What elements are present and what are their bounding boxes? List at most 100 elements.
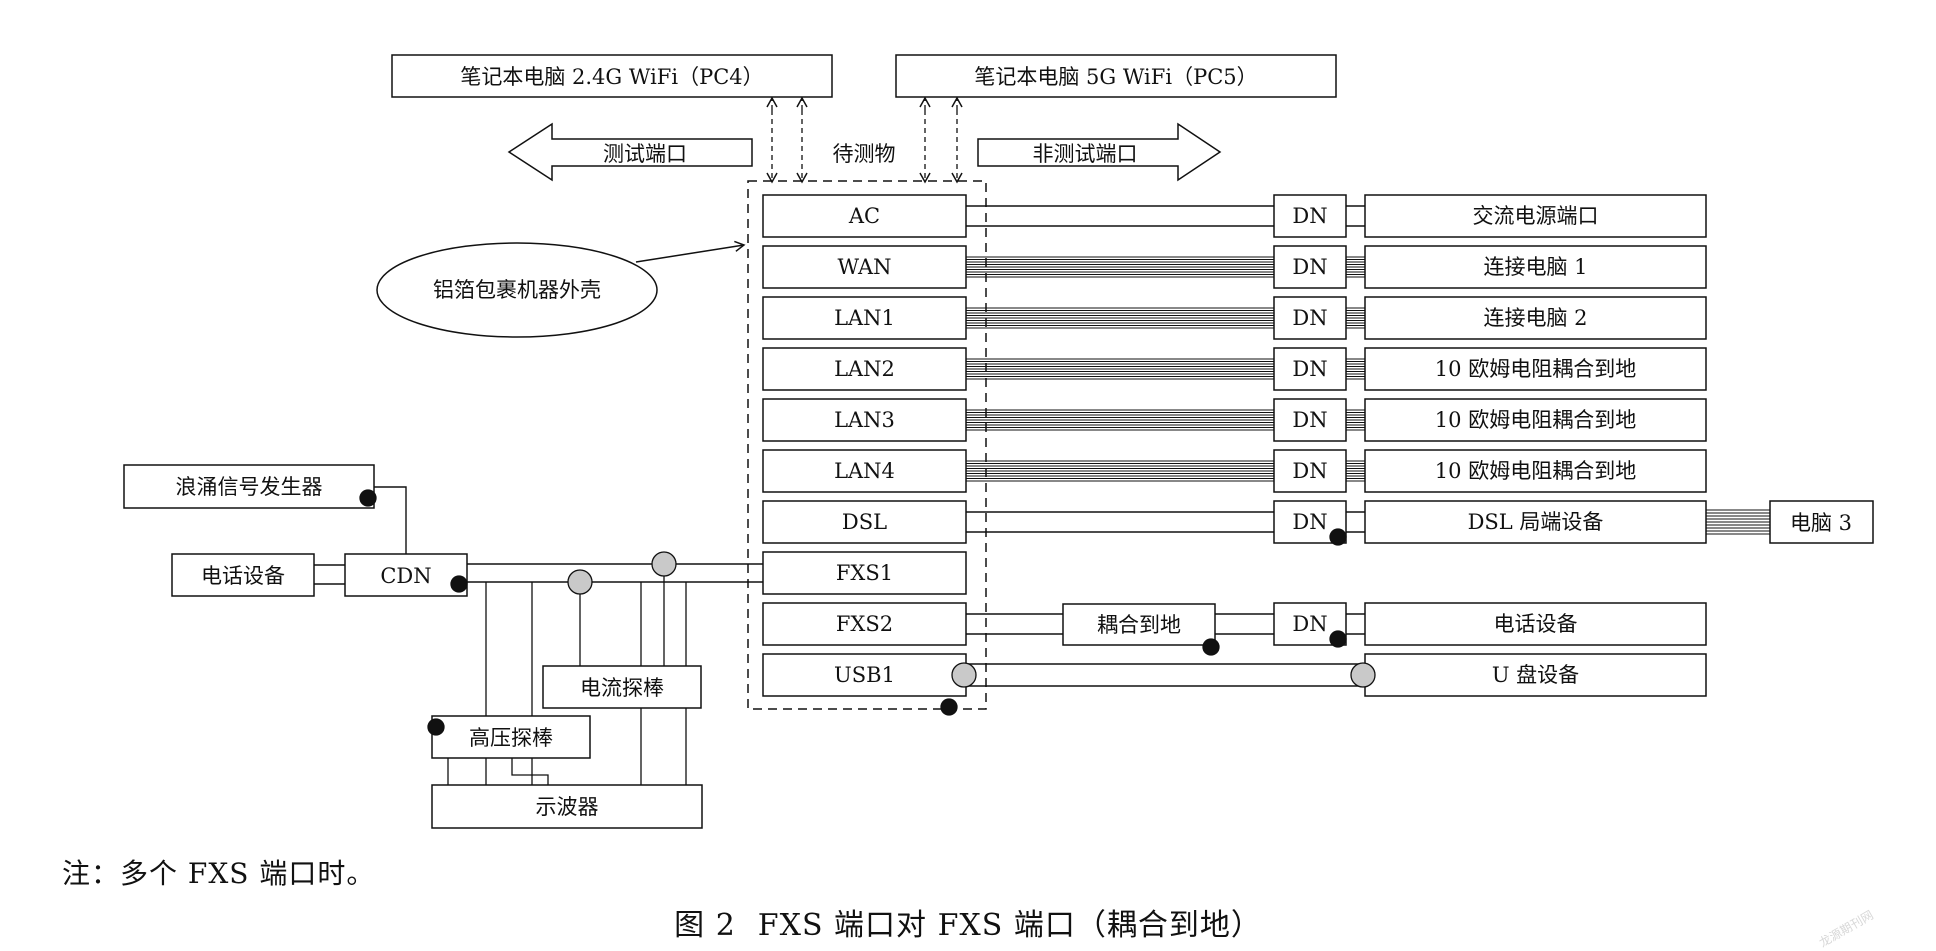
ground-dot — [1329, 528, 1347, 546]
foil-pointer — [635, 240, 746, 263]
device-box — [1364, 296, 1707, 340]
note-text: 注：多个 FXS 端口时。 — [62, 857, 376, 890]
probe-dot — [567, 569, 593, 595]
device-label: 10 欧姆电阻耦合到地 — [1435, 408, 1636, 432]
probe-dot — [1350, 662, 1376, 688]
dn-box — [1273, 449, 1347, 493]
phone-box-left: 电话设备 — [171, 553, 315, 597]
port-box-lan2 — [762, 347, 967, 391]
port-label-fxs2: FXS2 — [836, 612, 893, 636]
ground-dot — [1202, 638, 1220, 656]
ground-dot — [940, 698, 958, 716]
port-label-usb1: USB1 — [834, 663, 895, 687]
port-label-fxs1: FXS1 — [836, 561, 893, 585]
pc3-box: 电脑 3 — [1769, 500, 1874, 544]
port-label-lan4: LAN4 — [834, 459, 895, 483]
port-row-fxs1: FXS1 — [762, 551, 967, 595]
pc5-label: 笔记本电脑 5G WiFi（PC5） — [974, 65, 1257, 89]
device-box — [1364, 398, 1707, 442]
pc3-label: 电脑 3 — [1790, 511, 1852, 535]
connection-dots — [359, 489, 1376, 736]
port-box-lan4 — [762, 449, 967, 493]
device-label: 交流电源端口 — [1473, 204, 1599, 228]
dn-box — [1273, 296, 1347, 340]
port-label-dsl: DSL — [842, 510, 887, 534]
current-probe-box: 电流探棒 — [542, 665, 702, 709]
device-box — [1364, 653, 1707, 697]
port-box-usb1 — [762, 653, 967, 697]
dn-box — [1273, 245, 1347, 289]
device-box — [1364, 347, 1707, 391]
port-box-lan1 — [762, 296, 967, 340]
surge-generator-box: 浪涌信号发生器 — [123, 464, 375, 509]
foil-ellipse: 铝箔包裹机器外壳 — [376, 242, 658, 338]
non-test-port-arrow: 非测试端口 — [977, 122, 1222, 182]
port-box-dsl — [762, 500, 967, 544]
wifi-links — [766, 96, 963, 184]
port-row-wan: WAN DN 连接电脑 1 — [762, 245, 1707, 289]
oscilloscope-box: 示波器 — [431, 784, 703, 829]
dn-box — [1273, 347, 1347, 391]
port-box-fxs1 — [762, 551, 967, 595]
device-label: 连接电脑 2 — [1483, 306, 1587, 330]
pc5-box: 笔记本电脑 5G WiFi（PC5） — [895, 54, 1337, 98]
port-box-fxs2 — [762, 602, 967, 646]
port-label-ac: AC — [848, 204, 880, 228]
dn-label: DN — [1292, 357, 1327, 381]
dut-enclosure — [747, 180, 987, 710]
dn-label: DN — [1292, 255, 1327, 279]
device-box — [1364, 194, 1707, 238]
pc4-label: 笔记本电脑 2.4G WiFi（PC4） — [460, 65, 763, 89]
dn-label: DN — [1292, 459, 1327, 483]
fxs2-coupling-label: 耦合到地 — [1097, 613, 1181, 637]
port-label-wan: WAN — [837, 255, 891, 279]
wires — [314, 205, 1770, 785]
port-row-dsl: DSL DN DSL 局端设备 — [762, 500, 1707, 544]
cdn-box: CDN — [344, 553, 468, 597]
device-box — [1364, 245, 1707, 289]
ground-dot — [450, 575, 468, 593]
cdn-label: CDN — [380, 564, 431, 588]
ground-dot — [359, 489, 377, 507]
device-label: 10 欧姆电阻耦合到地 — [1435, 459, 1636, 483]
dn-box — [1273, 398, 1347, 442]
device-label: DSL 局端设备 — [1468, 510, 1604, 534]
fxs2-coupling-box: 耦合到地 — [1062, 603, 1216, 646]
device-box — [1364, 500, 1707, 544]
dn-label: DN — [1292, 204, 1327, 228]
figure-number: 图 2 — [674, 908, 736, 943]
current-probe-label: 电流探棒 — [580, 676, 664, 700]
dut-label: 待测物 — [833, 142, 896, 166]
test-port-label: 测试端口 — [603, 142, 687, 166]
dn-box — [1273, 500, 1347, 544]
hv-probe-label: 高压探棒 — [469, 726, 553, 750]
probe-dot — [951, 662, 977, 688]
non-test-port-label: 非测试端口 — [1033, 142, 1138, 166]
device-label: 连接电脑 1 — [1483, 255, 1587, 279]
ground-dot — [1329, 630, 1347, 648]
dn-label: DN — [1292, 612, 1327, 636]
device-box — [1364, 449, 1707, 493]
port-box-lan3 — [762, 398, 967, 442]
port-label-lan1: LAN1 — [834, 306, 895, 330]
surge-generator-label: 浪涌信号发生器 — [176, 475, 323, 499]
port-row-lan2: LAN2 DN 10 欧姆电阻耦合到地 — [762, 347, 1707, 391]
port-label-lan2: LAN2 — [834, 357, 895, 381]
dn-box — [1273, 194, 1347, 238]
oscilloscope-label: 示波器 — [536, 795, 599, 819]
ground-dot — [427, 718, 445, 736]
port-box-ac — [762, 194, 967, 238]
test-port-arrow: 测试端口 — [507, 122, 753, 182]
device-label: 10 欧姆电阻耦合到地 — [1435, 357, 1636, 381]
port-row-ac: AC DN 交流电源端口 — [762, 194, 1707, 238]
phone-left-label: 电话设备 — [201, 564, 285, 588]
dn-label: DN — [1292, 306, 1327, 330]
dn-label: DN — [1292, 510, 1327, 534]
device-box — [1364, 602, 1707, 646]
port-row-lan1: LAN1 DN 连接电脑 2 — [762, 296, 1707, 340]
